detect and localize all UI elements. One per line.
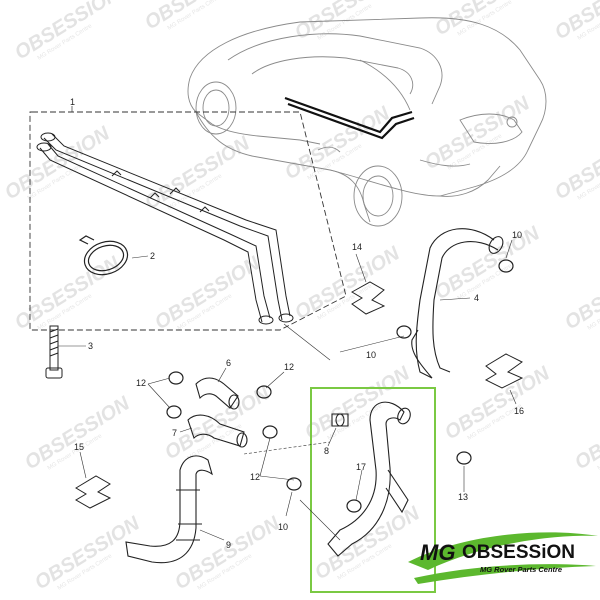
logo-graphic: MG OBSESSiON MG Rover Parts Centre [408,532,598,584]
watermark-text: OBSESSION [11,252,124,334]
callout-label: 7 [172,428,177,438]
callout-label: 8 [324,446,329,456]
watermark-text: OBSESSION [21,392,134,474]
hose-clip [168,371,184,385]
bracket-item-14 [351,281,386,315]
callout-numbers: 1 2 3 4 6 7 8 9 10 10 10 10 12 12 12 12 … [70,97,524,550]
watermark-text: OBSESSION [431,222,544,304]
hose-clip [456,451,472,465]
callout-label: 1 [70,97,75,107]
callout-label: 4 [474,293,479,303]
mounting-brackets [75,281,524,509]
callout-label: 10 [366,350,376,360]
large-band-clip [78,235,129,276]
hose-item-6 [195,377,239,409]
callout-label: 2 [150,251,155,261]
watermark-text: OBSESSION [171,512,284,594]
hose-clip [256,385,272,399]
small-hoses [187,377,248,448]
callout-label: 10 [512,230,522,240]
highlighted-hose [327,401,411,557]
callout-label: 6 [226,358,231,368]
watermark-text: OBSESSION [141,132,254,214]
logo-mark: MG [420,540,455,565]
logo-tagline: MG Rover Parts Centre [480,565,562,574]
watermark-text: OBSESSION [301,362,414,444]
logo-name: OBSESSiON [462,542,575,563]
callout-label: 15 [74,442,84,452]
watermark-text: OBSESSION [151,252,264,334]
bottom-hose-long [125,455,213,564]
watermark-text: OBSESSION [421,92,534,174]
watermark-text: OBSESSION [11,0,124,64]
callout-label: 12 [136,378,146,388]
pipe-assembly-dashed-boundary [29,111,347,331]
bracket-item-15 [75,475,112,509]
callout-label: 16 [514,406,524,416]
callout-label: 14 [352,242,362,252]
bracket-item-16 [484,353,524,389]
hose-clip [396,325,412,339]
hose-clip [262,425,278,439]
mg-obsession-logo: MG OBSESSiON MG Rover Parts Centre [408,522,598,594]
watermark-text: OBSESSION [141,0,254,34]
callout-label: 17 [356,462,366,472]
callout-label: 3 [88,341,93,351]
watermark-text: OBSESSION [551,0,600,44]
car-outline-drawing [187,17,547,227]
watermark-text: OBSESSION [291,242,404,324]
car-coolant-pipe-route [284,96,415,140]
callout-label: 12 [284,362,294,372]
watermark-text: OBSESSION [31,512,144,594]
callout-label: 9 [226,540,231,550]
top-hose-large [411,228,504,379]
coolant-pipe-pair [36,132,294,325]
callout-label: 10 [278,522,288,532]
callout-label: 12 [250,472,260,482]
hose-clip [286,477,302,491]
hose-clip [346,499,362,513]
callout-label: 13 [458,492,468,502]
mounting-bolt [45,325,63,379]
hose-clip [166,405,182,419]
highlighted-hose-section [310,387,436,593]
watermark-text: OBSESSION [571,392,600,474]
hose-clip [498,259,514,273]
watermark-text: OBSESSION [441,362,554,444]
callout-leader-lines [58,239,517,541]
